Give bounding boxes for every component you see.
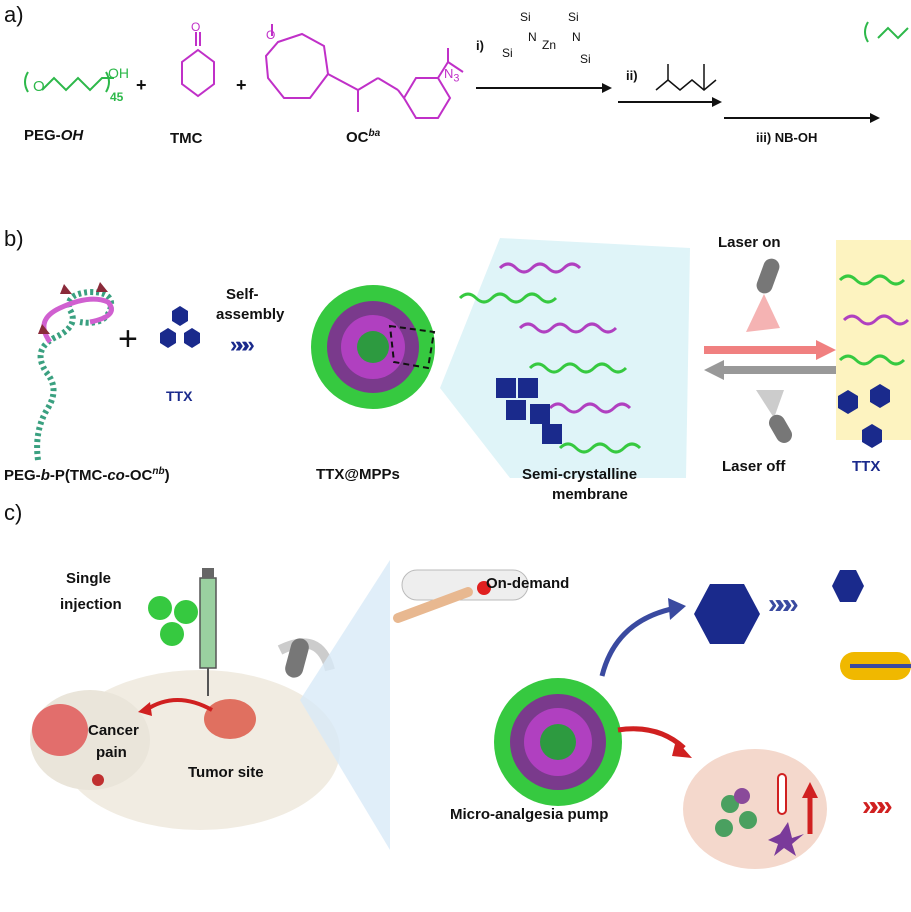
self-assembly-label-2: assembly	[216, 306, 285, 323]
single-injection-label-2: injection	[60, 596, 122, 613]
released-membrane-illustration	[836, 240, 911, 448]
zn-label: Zn	[542, 38, 557, 52]
particle-label: TTX@MPPs	[316, 466, 400, 483]
zoom-cone	[300, 560, 390, 850]
cancer-pain-label-2: pain	[96, 744, 127, 761]
membrane-label-1: Semi-crystalline	[522, 466, 638, 483]
oc-o-label: O	[266, 28, 276, 42]
plus-sign-b: +	[118, 320, 138, 358]
peg-oh-label: PEG-OH	[24, 127, 84, 144]
plus-sign-1: +	[136, 75, 147, 95]
laser-on-icon	[746, 258, 780, 332]
membrane-label-2: membrane	[552, 486, 628, 503]
single-injection-label-1: Single	[66, 570, 112, 587]
mouse-illustration	[30, 638, 340, 830]
peg-oh-text: OH	[108, 65, 129, 81]
peg-o-atom: O	[33, 78, 45, 95]
laser-off-icon	[756, 390, 792, 443]
n-left: N	[528, 30, 537, 44]
n-right: N	[572, 30, 581, 44]
red-arrow-tumor	[617, 726, 692, 758]
product-fragment	[864, 21, 909, 43]
chevron-arrows-c-icon: »»»	[768, 588, 799, 619]
ttx-hexagon-large	[694, 584, 760, 644]
pump-particle	[494, 678, 622, 806]
micelle-particle	[311, 285, 436, 409]
chevron-arrows-icon: »»»	[230, 332, 255, 357]
reaction-arrow-3	[724, 113, 880, 123]
si-top-left: Si	[520, 10, 531, 24]
peg-oh-structure	[24, 71, 114, 93]
reaction-arrow-1	[476, 83, 612, 93]
si-bottom-right: Si	[580, 52, 591, 66]
peg-subscript: 45	[110, 90, 124, 104]
oc-azide: N3	[444, 66, 460, 85]
self-assembly-label-1: Self-	[226, 286, 259, 303]
on-demand-device	[393, 569, 529, 623]
laser-c-icon	[285, 638, 309, 678]
plus-sign-2: +	[236, 75, 247, 95]
syringe-icon	[199, 568, 217, 696]
blue-arrow-release	[599, 598, 686, 677]
membrane-zoom-illustration	[440, 238, 690, 478]
particles-in-syringe	[148, 596, 198, 646]
red-arrow-pain	[138, 698, 213, 716]
tumor-tissue-illustration	[683, 749, 827, 869]
panel-label-c: c)	[4, 500, 23, 525]
tmc-structure	[181, 32, 215, 98]
tmc-o-top: O	[191, 20, 201, 34]
chevron-arrows-red-icon: »»»	[862, 790, 893, 821]
ttx-right-label: TTX	[852, 458, 881, 475]
reaction-arrow-2	[618, 97, 722, 107]
si-bottom-left: Si	[502, 46, 513, 60]
ttx-cluster-icon	[160, 306, 200, 348]
oc-label: OCba	[346, 128, 381, 146]
on-demand-label: On-demand	[486, 575, 570, 592]
oc-structure	[264, 24, 464, 119]
equilibrium-arrows	[704, 340, 836, 380]
polymer-chain-illustration	[34, 282, 114, 461]
step-ii-label: ii)	[626, 68, 638, 83]
panel-label-b: b)	[4, 226, 24, 251]
pump-label: Micro-analgesia pump	[450, 806, 609, 823]
acetic-anhydride-structure	[655, 64, 717, 91]
polymer-label: PEG-b-P(TMC-co-OCnb)	[4, 466, 170, 484]
laser-off-label: Laser off	[722, 458, 786, 475]
si-top-right: Si	[568, 10, 579, 24]
step-iii-label: iii) NB-OH	[756, 130, 818, 145]
tumor-illustration	[204, 699, 256, 739]
tmc-label: TMC	[170, 130, 203, 147]
tumor-site-label: Tumor site	[188, 764, 264, 781]
step-i-label: i)	[476, 38, 484, 53]
channel-binding-illustration	[832, 570, 911, 680]
panel-label-a: a)	[4, 2, 24, 27]
ttx-label: TTX	[166, 388, 193, 404]
laser-on-label: Laser on	[718, 234, 781, 251]
cancer-pain-label-1: Cancer	[88, 722, 139, 739]
